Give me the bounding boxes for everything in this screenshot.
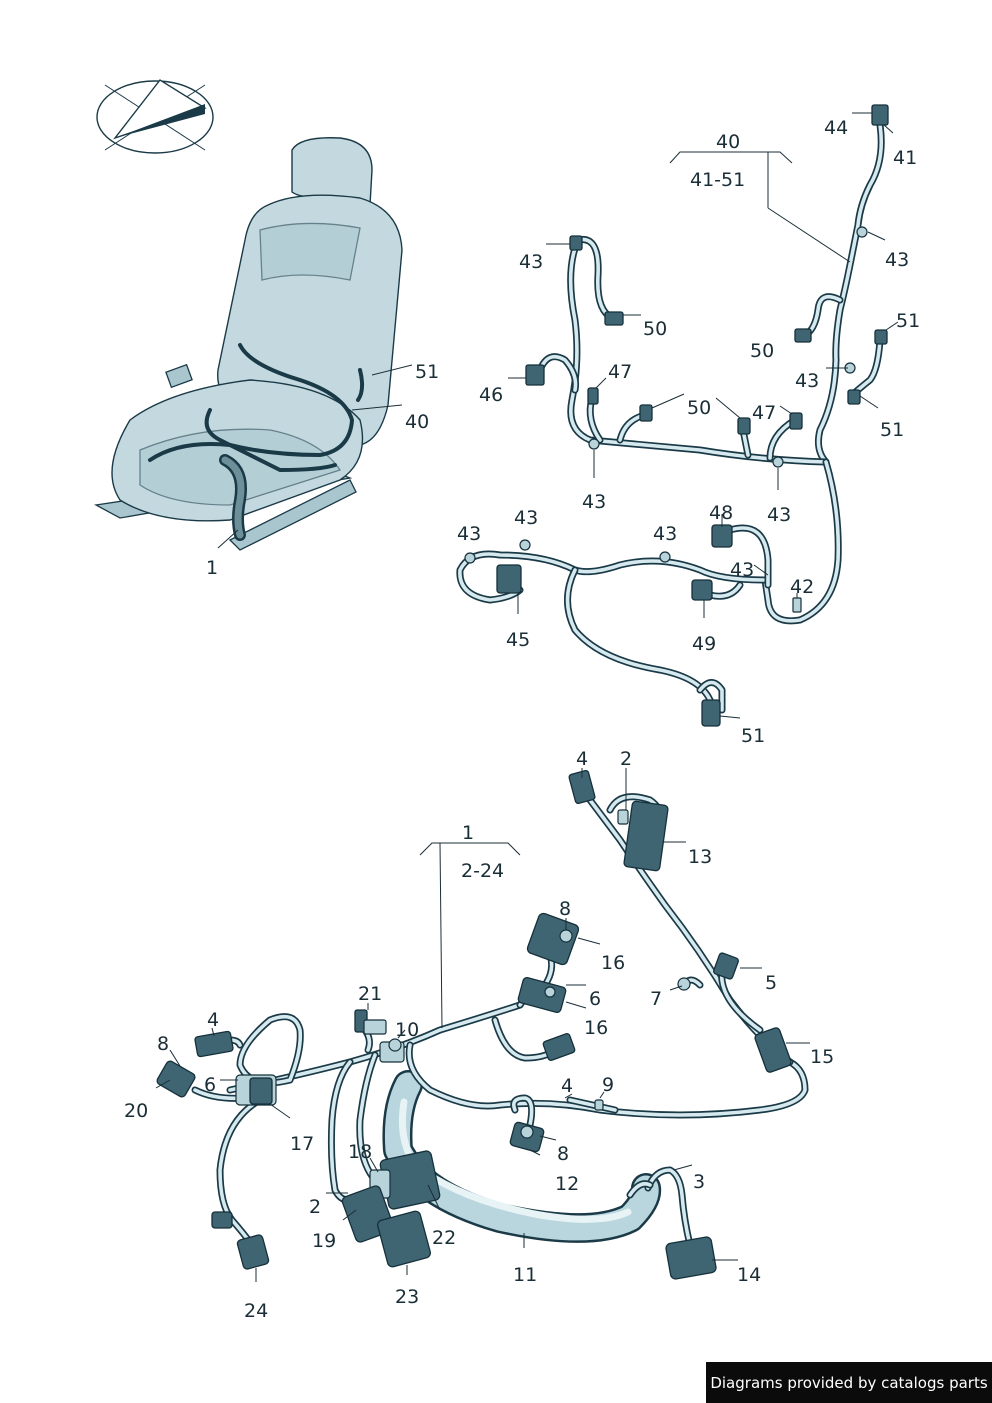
callout-13: 13	[688, 846, 712, 868]
callout-12: 12	[555, 1173, 579, 1195]
callout-50-c: 50	[687, 397, 711, 419]
callout-8-a: 8	[559, 898, 571, 920]
callout-41: 41	[893, 147, 917, 169]
callout-15: 15	[810, 1046, 834, 1068]
callout-8-c: 8	[557, 1143, 569, 1165]
callout-51-a: 51	[896, 310, 920, 332]
callout-24: 24	[244, 1300, 268, 1322]
callout-43-d: 43	[582, 491, 606, 513]
callout-51-b: 51	[880, 419, 904, 441]
orientation-compass-icon	[96, 79, 214, 154]
group-number-1: 1	[462, 822, 474, 844]
callout-18: 18	[348, 1141, 372, 1163]
callout-22: 22	[432, 1227, 456, 1249]
callout-48: 48	[709, 502, 733, 524]
seat-callouts: 1 40 51	[206, 361, 439, 579]
callout-43-c: 43	[795, 370, 819, 392]
footer-credit: Diagrams provided by catalogs parts	[706, 1362, 992, 1403]
callout-51-c: 51	[741, 725, 765, 747]
upper-callouts: 44 41 43 43 50 50 51 46 47 43 50 47 51 4…	[457, 112, 920, 747]
callout-45: 45	[506, 629, 530, 651]
group-bracket-40: 40 41-51	[669, 131, 851, 263]
callout-17: 17	[290, 1133, 314, 1155]
callout-50-a: 50	[643, 318, 667, 340]
callout-3: 3	[693, 1171, 705, 1193]
callout-43-a: 43	[519, 251, 543, 273]
callout-43-g: 43	[514, 507, 538, 529]
callout-4-c: 4	[561, 1075, 573, 1097]
callout-5: 5	[765, 972, 777, 994]
callout-43-h: 43	[653, 523, 677, 545]
callout-7: 7	[650, 988, 662, 1010]
callout-43-i: 43	[730, 559, 754, 581]
callout-2-b: 2	[309, 1196, 321, 1218]
callout-4-a: 4	[576, 748, 588, 770]
callout-43-e: 43	[767, 504, 791, 526]
callout-47-b: 47	[752, 402, 776, 424]
callout-47-a: 47	[608, 361, 632, 383]
callout-50-b: 50	[750, 340, 774, 362]
callout-9: 9	[602, 1074, 614, 1096]
callout-16-a: 16	[601, 952, 625, 974]
callout-21: 21	[358, 983, 382, 1005]
callout-20: 20	[124, 1100, 148, 1122]
callout-8-b: 8	[157, 1033, 169, 1055]
callout-11: 11	[513, 1264, 537, 1286]
callout-44: 44	[824, 117, 848, 139]
callout-51: 51	[415, 361, 439, 383]
group-bracket-1: 1 2-24	[419, 822, 521, 1029]
callout-4-b: 4	[207, 1009, 219, 1031]
callout-14: 14	[737, 1264, 761, 1286]
callout-6-b: 6	[204, 1074, 216, 1096]
callout-49: 49	[692, 633, 716, 655]
callout-43-b: 43	[885, 249, 909, 271]
lower-callouts: 4 2 13 8 16 6 16 7 5 15 21 10 4 8 6 20 1…	[124, 748, 834, 1322]
harness-1	[156, 769, 809, 1280]
callout-43-f: 43	[457, 523, 481, 545]
harness-40	[456, 104, 889, 727]
group-number-40: 40	[716, 131, 740, 153]
callout-2-a: 2	[620, 748, 632, 770]
seat-illustration	[93, 137, 403, 551]
group-range-2-24: 2-24	[461, 860, 504, 882]
callout-6-a: 6	[589, 988, 601, 1010]
callout-46: 46	[479, 384, 503, 406]
callout-16-b: 16	[584, 1017, 608, 1039]
callout-42: 42	[790, 576, 814, 598]
callout-23: 23	[395, 1286, 419, 1308]
callout-40: 40	[405, 411, 429, 433]
callout-19: 19	[312, 1230, 336, 1252]
group-range-41-51: 41-51	[690, 169, 745, 191]
callout-1: 1	[206, 557, 218, 579]
callout-10: 10	[395, 1019, 419, 1041]
